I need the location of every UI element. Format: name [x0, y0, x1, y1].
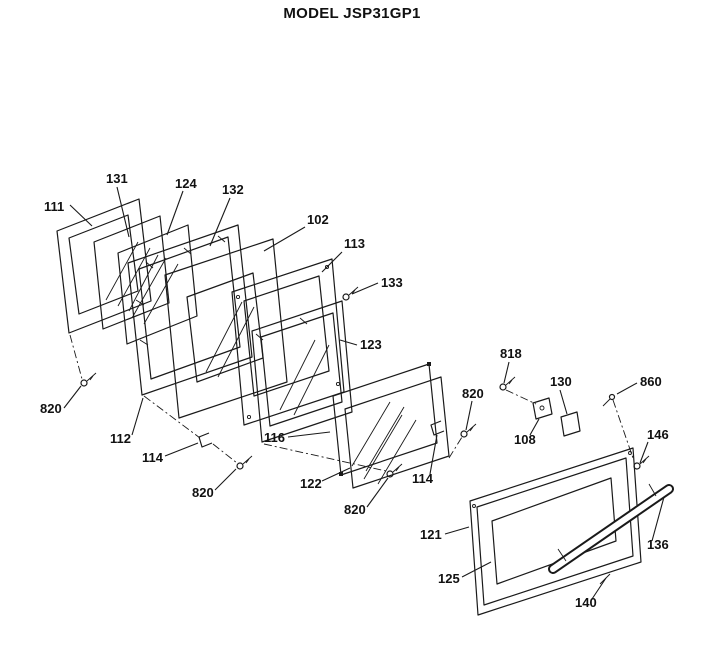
part-label-121: 121 [420, 527, 442, 542]
part-label-114-2: 114 [412, 471, 434, 486]
part-labels: 111 131 124 132 102 113 133 123 820 112 … [40, 171, 669, 610]
inner-glass-pack-123 [251, 300, 353, 443]
screw-820-3 [386, 463, 403, 478]
screw-860 [602, 393, 616, 407]
inner-door-panel-113 [231, 258, 345, 426]
part-label-146: 146 [647, 427, 669, 442]
page-title: MODEL JSP31GP1 [283, 5, 421, 22]
leader-lines [63, 186, 665, 600]
part-label-860: 860 [640, 374, 662, 389]
part-label-116: 116 [264, 430, 285, 445]
part-label-123: 123 [360, 337, 382, 352]
assembly-axis-lines [69, 334, 635, 472]
glass-pane-116 [332, 362, 438, 476]
part-label-133: 133 [381, 275, 403, 290]
part-label-102: 102 [307, 212, 329, 227]
part-label-136: 136 [647, 537, 669, 552]
part-label-130: 130 [550, 374, 572, 389]
part-label-818: 818 [500, 346, 522, 361]
part-label-820-3: 820 [344, 502, 366, 517]
screw-133 [342, 286, 359, 301]
part-label-113: 113 [344, 236, 365, 251]
part-label-124: 124 [175, 176, 197, 191]
plate-130 [560, 411, 581, 437]
screw-818 [499, 376, 516, 391]
glass-pane-124 [117, 224, 198, 345]
glass-pane-122 [344, 376, 450, 489]
door-frame-132 [127, 224, 253, 396]
part-label-111: 111 [44, 199, 64, 214]
door-handle-136 [548, 483, 674, 585]
screw-820-1 [80, 372, 97, 387]
part-label-108: 108 [514, 432, 536, 447]
outer-door-assembly [469, 447, 674, 616]
clip-114-1 [198, 432, 213, 448]
clip-114-2 [430, 420, 445, 436]
part-label-140: 140 [575, 595, 597, 610]
outer-door-panel-111 [56, 198, 152, 334]
part-label-125: 125 [438, 571, 460, 586]
bracket-108 [532, 397, 553, 420]
part-label-114-1: 114 [142, 450, 164, 465]
hardware [80, 286, 650, 478]
part-label-132: 132 [222, 182, 244, 197]
screw-820-4 [460, 423, 477, 438]
door-panel-stack [56, 198, 450, 489]
screw-146 [633, 455, 650, 470]
part-label-820-2: 820 [192, 485, 214, 500]
outer-door-panel-121 [469, 447, 642, 616]
part-label-820-4: 820 [462, 386, 484, 401]
screw-820-2 [236, 455, 253, 470]
part-label-112: 112 [110, 431, 131, 446]
part-label-122: 122 [300, 476, 322, 491]
part-label-820-1: 820 [40, 401, 62, 416]
part-label-131: 131 [106, 171, 128, 186]
